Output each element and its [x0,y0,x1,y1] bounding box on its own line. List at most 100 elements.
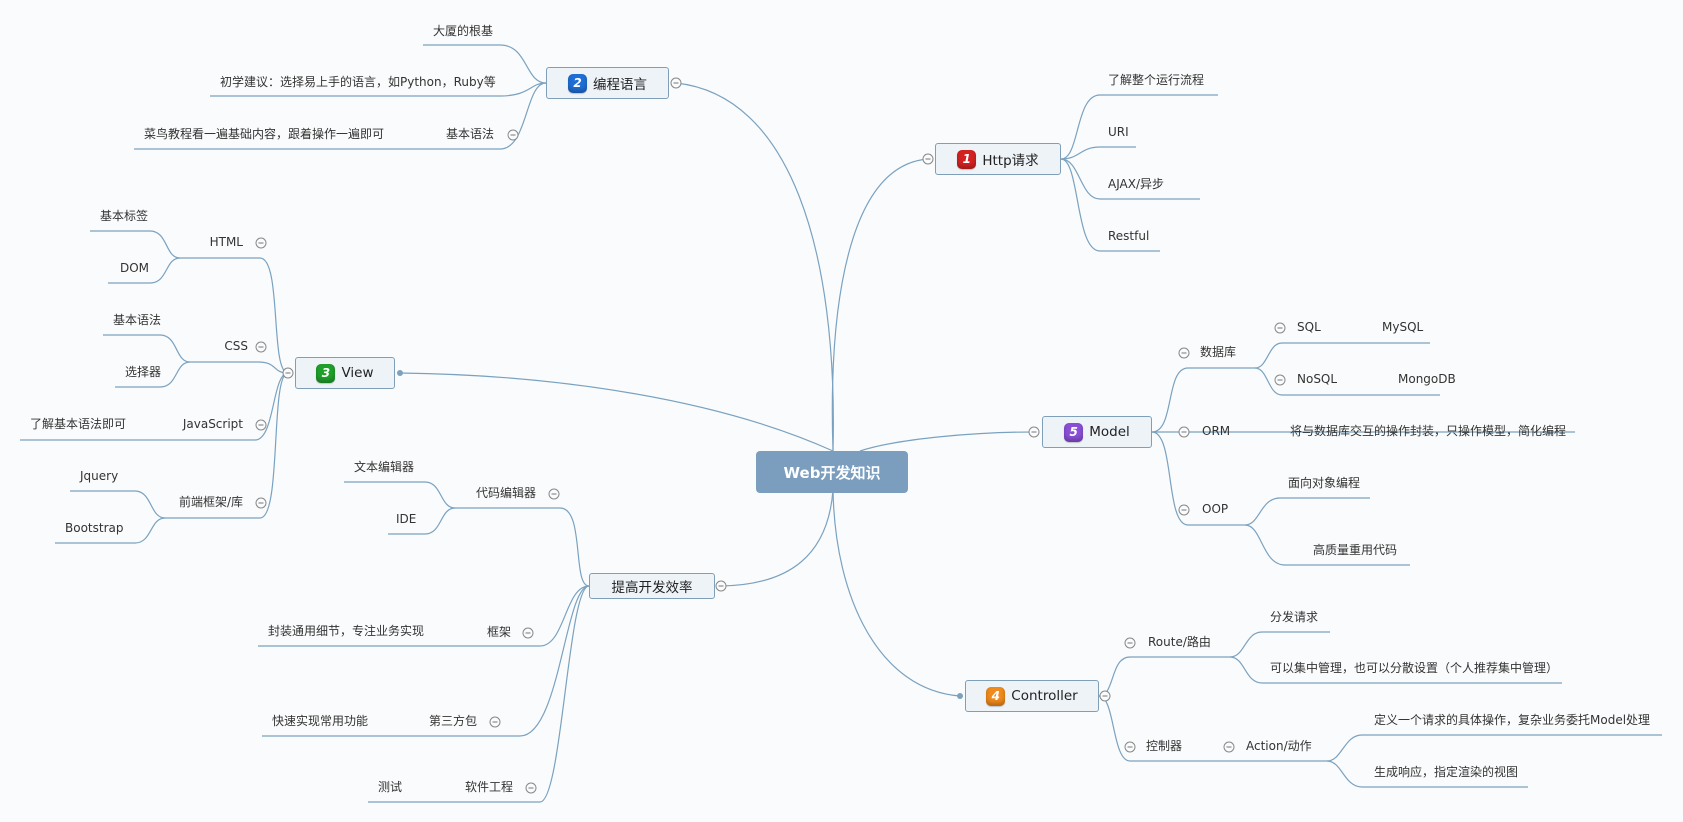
collapse-toggle-icon[interactable] [1178,504,1190,516]
node-ajax[interactable]: AJAX/异步 [1108,177,1165,191]
node-code-reuse[interactable]: 高质量重用代码 [1313,543,1398,557]
node-javascript[interactable]: JavaScript [182,417,243,431]
node-beginner-advice[interactable]: 初学建议：选择易上手的语言，如Python，Ruby等 [220,75,496,89]
collapse-toggle-icon[interactable] [1124,741,1136,753]
connector-line [1098,656,1230,697]
node-oop-definition[interactable]: 面向对象编程 [1288,476,1361,490]
node-sql[interactable]: SQL [1297,320,1321,334]
node-dom[interactable]: DOM [120,261,150,275]
node-mongodb[interactable]: MongoDB [1398,372,1456,386]
node-css[interactable]: CSS [224,339,248,353]
topic-label: 提高开发效率 [611,580,693,596]
node-text-editor[interactable]: 文本编辑器 [354,460,415,474]
node-jquery[interactable]: Jquery [80,469,119,483]
node-css-syntax[interactable]: 基本语法 [113,313,162,327]
node-basic-syntax[interactable]: 基本语法 [446,127,495,141]
connector-line [720,489,834,587]
priority-5-icon: 5 [1064,422,1084,442]
topic-programming-language[interactable]: 2 编程语言 [546,67,669,99]
collapse-toggle-icon[interactable] [1124,637,1136,649]
node-basic-tags[interactable]: 基本标签 [100,209,149,223]
connector-line [1229,631,1330,658]
collapse-toggle-icon[interactable] [525,782,537,794]
connector-dot [957,693,963,699]
node-action[interactable]: Action/动作 [1246,739,1312,753]
connector-line [675,82,834,452]
node-bootstrap[interactable]: Bootstrap [65,521,124,535]
topic-efficiency[interactable]: 提高开发效率 [589,573,715,599]
connector-line [90,230,181,259]
connector-line [180,257,289,374]
node-framework[interactable]: 框架 [486,625,511,639]
topic-view[interactable]: 3 View [295,357,395,389]
collapse-toggle-icon[interactable] [1028,426,1040,438]
collapse-toggle-icon[interactable] [522,627,534,639]
collapse-toggle-icon[interactable] [1099,690,1111,702]
topic-label: View [341,365,374,381]
connector-line [1254,342,1430,369]
topic-label: Http请求 [982,153,1039,169]
collapse-toggle-icon[interactable] [548,488,560,500]
node-uri[interactable]: URI [1108,125,1129,139]
collapse-toggle-icon[interactable] [715,580,727,592]
node-nosql[interactable]: NoSQL [1297,372,1338,386]
node-framework-note[interactable]: 封装通用细节，专注业务实现 [268,624,425,638]
node-restful[interactable]: Restful [1108,229,1150,243]
node-database[interactable]: 数据库 [1200,345,1237,359]
priority-1-icon: 1 [957,149,977,169]
connector-line [1151,431,1245,526]
collapse-toggle-icon[interactable] [922,153,934,165]
node-testing[interactable]: 测试 [378,780,403,794]
node-controller[interactable]: 控制器 [1146,739,1183,753]
connector-line [103,334,191,363]
node-action-response[interactable]: 生成响应，指定渲染的视图 [1374,765,1519,779]
node-action-define[interactable]: 定义一个请求的具体操作，复杂业务委托Model处理 [1374,713,1651,727]
priority-3-icon: 3 [316,363,336,383]
connector-line [368,585,590,803]
collapse-toggle-icon[interactable] [1178,347,1190,359]
collapse-toggle-icon[interactable] [1274,374,1286,386]
collapse-toggle-icon[interactable] [282,367,294,379]
collapse-toggle-icon[interactable] [670,77,682,89]
collapse-toggle-icon[interactable] [255,419,267,431]
collapse-toggle-icon[interactable] [1178,426,1190,438]
node-selector[interactable]: 选择器 [125,365,162,379]
connector-line [344,481,456,509]
node-ide[interactable]: IDE [396,512,417,526]
node-orm-note[interactable]: 将与数据库交互的操作封装，只操作模型，简化编程 [1290,424,1567,438]
node-mysql[interactable]: MySQL [1382,320,1424,334]
node-run-flow[interactable]: 了解整个运行流程 [1108,73,1205,87]
collapse-toggle-icon[interactable] [1223,741,1235,753]
node-third-party[interactable]: 第三方包 [428,714,477,728]
node-dispatch[interactable]: 分发请求 [1270,610,1319,624]
collapse-toggle-icon[interactable] [1274,322,1286,334]
node-js-note[interactable]: 了解基本语法即可 [30,417,127,431]
node-route[interactable]: Route/路由 [1148,635,1211,649]
connector-line [190,361,289,374]
node-code-editor[interactable]: 代码编辑器 [475,486,536,500]
node-route-note[interactable]: 可以集中管理，也可以分散设置（个人推荐集中管理） [1270,661,1559,675]
topic-http-request[interactable]: 1 Http请求 [935,143,1061,175]
node-software-engineering[interactable]: 软件工程 [464,780,513,794]
node-orm[interactable]: ORM [1202,424,1231,438]
topic-controller[interactable]: 4 Controller [965,680,1099,712]
node-frontend-frameworks[interactable]: 前端框架/库 [178,495,243,509]
node-html[interactable]: HTML [209,235,243,249]
root-topic[interactable]: Web开发知识 [756,451,908,493]
topic-label: 编程语言 [593,77,647,93]
node-foundation[interactable]: 大厦的根基 [433,24,494,38]
priority-2-icon: 2 [568,73,587,93]
connector-line [455,507,590,587]
node-third-party-note[interactable]: 快速实现常用功能 [272,714,369,728]
node-oop[interactable]: OOP [1202,502,1229,516]
topic-model[interactable]: 5 Model [1042,416,1152,448]
collapse-toggle-icon[interactable] [255,237,267,249]
collapse-toggle-icon[interactable] [255,341,267,353]
collapse-toggle-icon[interactable] [489,716,501,728]
collapse-toggle-icon[interactable] [507,129,519,141]
connector-line [70,490,166,519]
connector-line [399,372,834,452]
collapse-toggle-icon[interactable] [255,497,267,509]
node-syntax-note[interactable]: 菜鸟教程看一遍基础内容，跟着操作一遍即可 [144,127,385,141]
